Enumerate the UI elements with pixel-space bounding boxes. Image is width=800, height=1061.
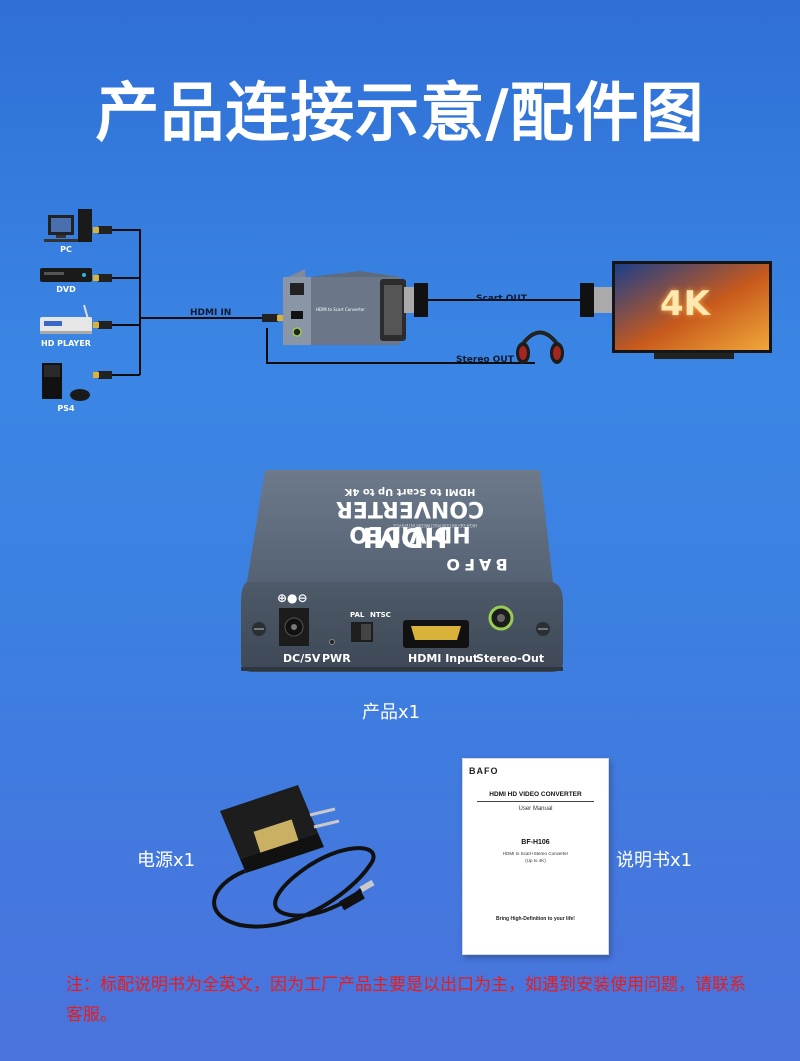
manual-subtitle: User Manual <box>518 806 553 812</box>
port-label-hdmi: HDMI Input <box>408 652 479 665</box>
port-label-dc: DC/5V <box>283 652 321 665</box>
ps4-console-icon <box>42 363 90 401</box>
manual-model: BF-H106 <box>521 839 550 846</box>
headphones-icon <box>516 330 564 364</box>
hdmi-logo: HDMI <box>363 521 448 554</box>
tv-icon <box>612 261 772 359</box>
manual-divider <box>477 801 594 802</box>
connection-diagram <box>40 209 772 401</box>
power-adapter-image <box>212 785 376 929</box>
source-label-hd-player: HD PLAYER <box>41 339 91 348</box>
manual-caption: 说明书x1 <box>616 850 693 871</box>
scart-out-label: Scart OUT <box>476 294 527 304</box>
port-label-ntsc: NTSC <box>370 611 391 619</box>
hdmi-plugs <box>93 226 283 379</box>
hdmi-in-label: HDMI IN <box>190 308 232 318</box>
source-label-ps4: PS4 <box>57 404 75 413</box>
port-label-pal: PAL <box>350 611 365 619</box>
converter-icon <box>283 269 406 345</box>
dc-polarity-icon: ⊕●⊖ <box>277 591 308 605</box>
product-tiny-text: HIGH-DEFINITION MULTIMEDIA INTERFACE <box>393 523 477 528</box>
pc-icon <box>44 209 92 242</box>
product-brand: BAFO <box>442 555 508 574</box>
stereo-out-label: Stereo OUT <box>456 355 514 365</box>
manual-title: HDMI HD VIDEO CONVERTER <box>489 791 582 798</box>
port-label-stereo: Stereo-Out <box>476 652 545 665</box>
page-title: 产品连接示意/配件图 <box>95 77 705 151</box>
manual-brand: BAFO <box>469 766 499 776</box>
manual-description: HDMI to Scart+Stereo Converter <box>502 851 569 856</box>
source-cables <box>112 229 580 376</box>
product-model-subtitle: HDMI to Scart Up to 4K <box>344 486 476 497</box>
tv-4k-text: 4K <box>660 284 711 324</box>
manual-slogan: Bring High-Definition to your life! <box>496 916 575 922</box>
source-label-pc: PC <box>60 245 72 254</box>
user-manual-image: BAFO HDMI HD VIDEO CONVERTER User Manual… <box>462 758 609 955</box>
footer-note: 注：标配说明书为全英文，因为工厂产品主要是以出口为主，如遇到安装使用问题，请联系… <box>66 975 746 1025</box>
scart-cable <box>404 283 618 317</box>
dvd-player-icon <box>40 268 92 282</box>
source-label-dvd: DVD <box>56 285 76 294</box>
power-caption: 电源x1 <box>137 850 196 871</box>
hd-player-icon <box>40 304 92 334</box>
manual-range: (Up to 4K) <box>525 858 546 863</box>
product-caption: 产品x1 <box>362 702 421 723</box>
product-model-title: HD VIDEO CONVERTER <box>335 496 485 546</box>
product-image: HDMI <box>241 470 563 672</box>
converter-small-label: HDMI to Scart Converter <box>316 307 365 312</box>
port-label-pwr: PWR <box>322 652 351 665</box>
